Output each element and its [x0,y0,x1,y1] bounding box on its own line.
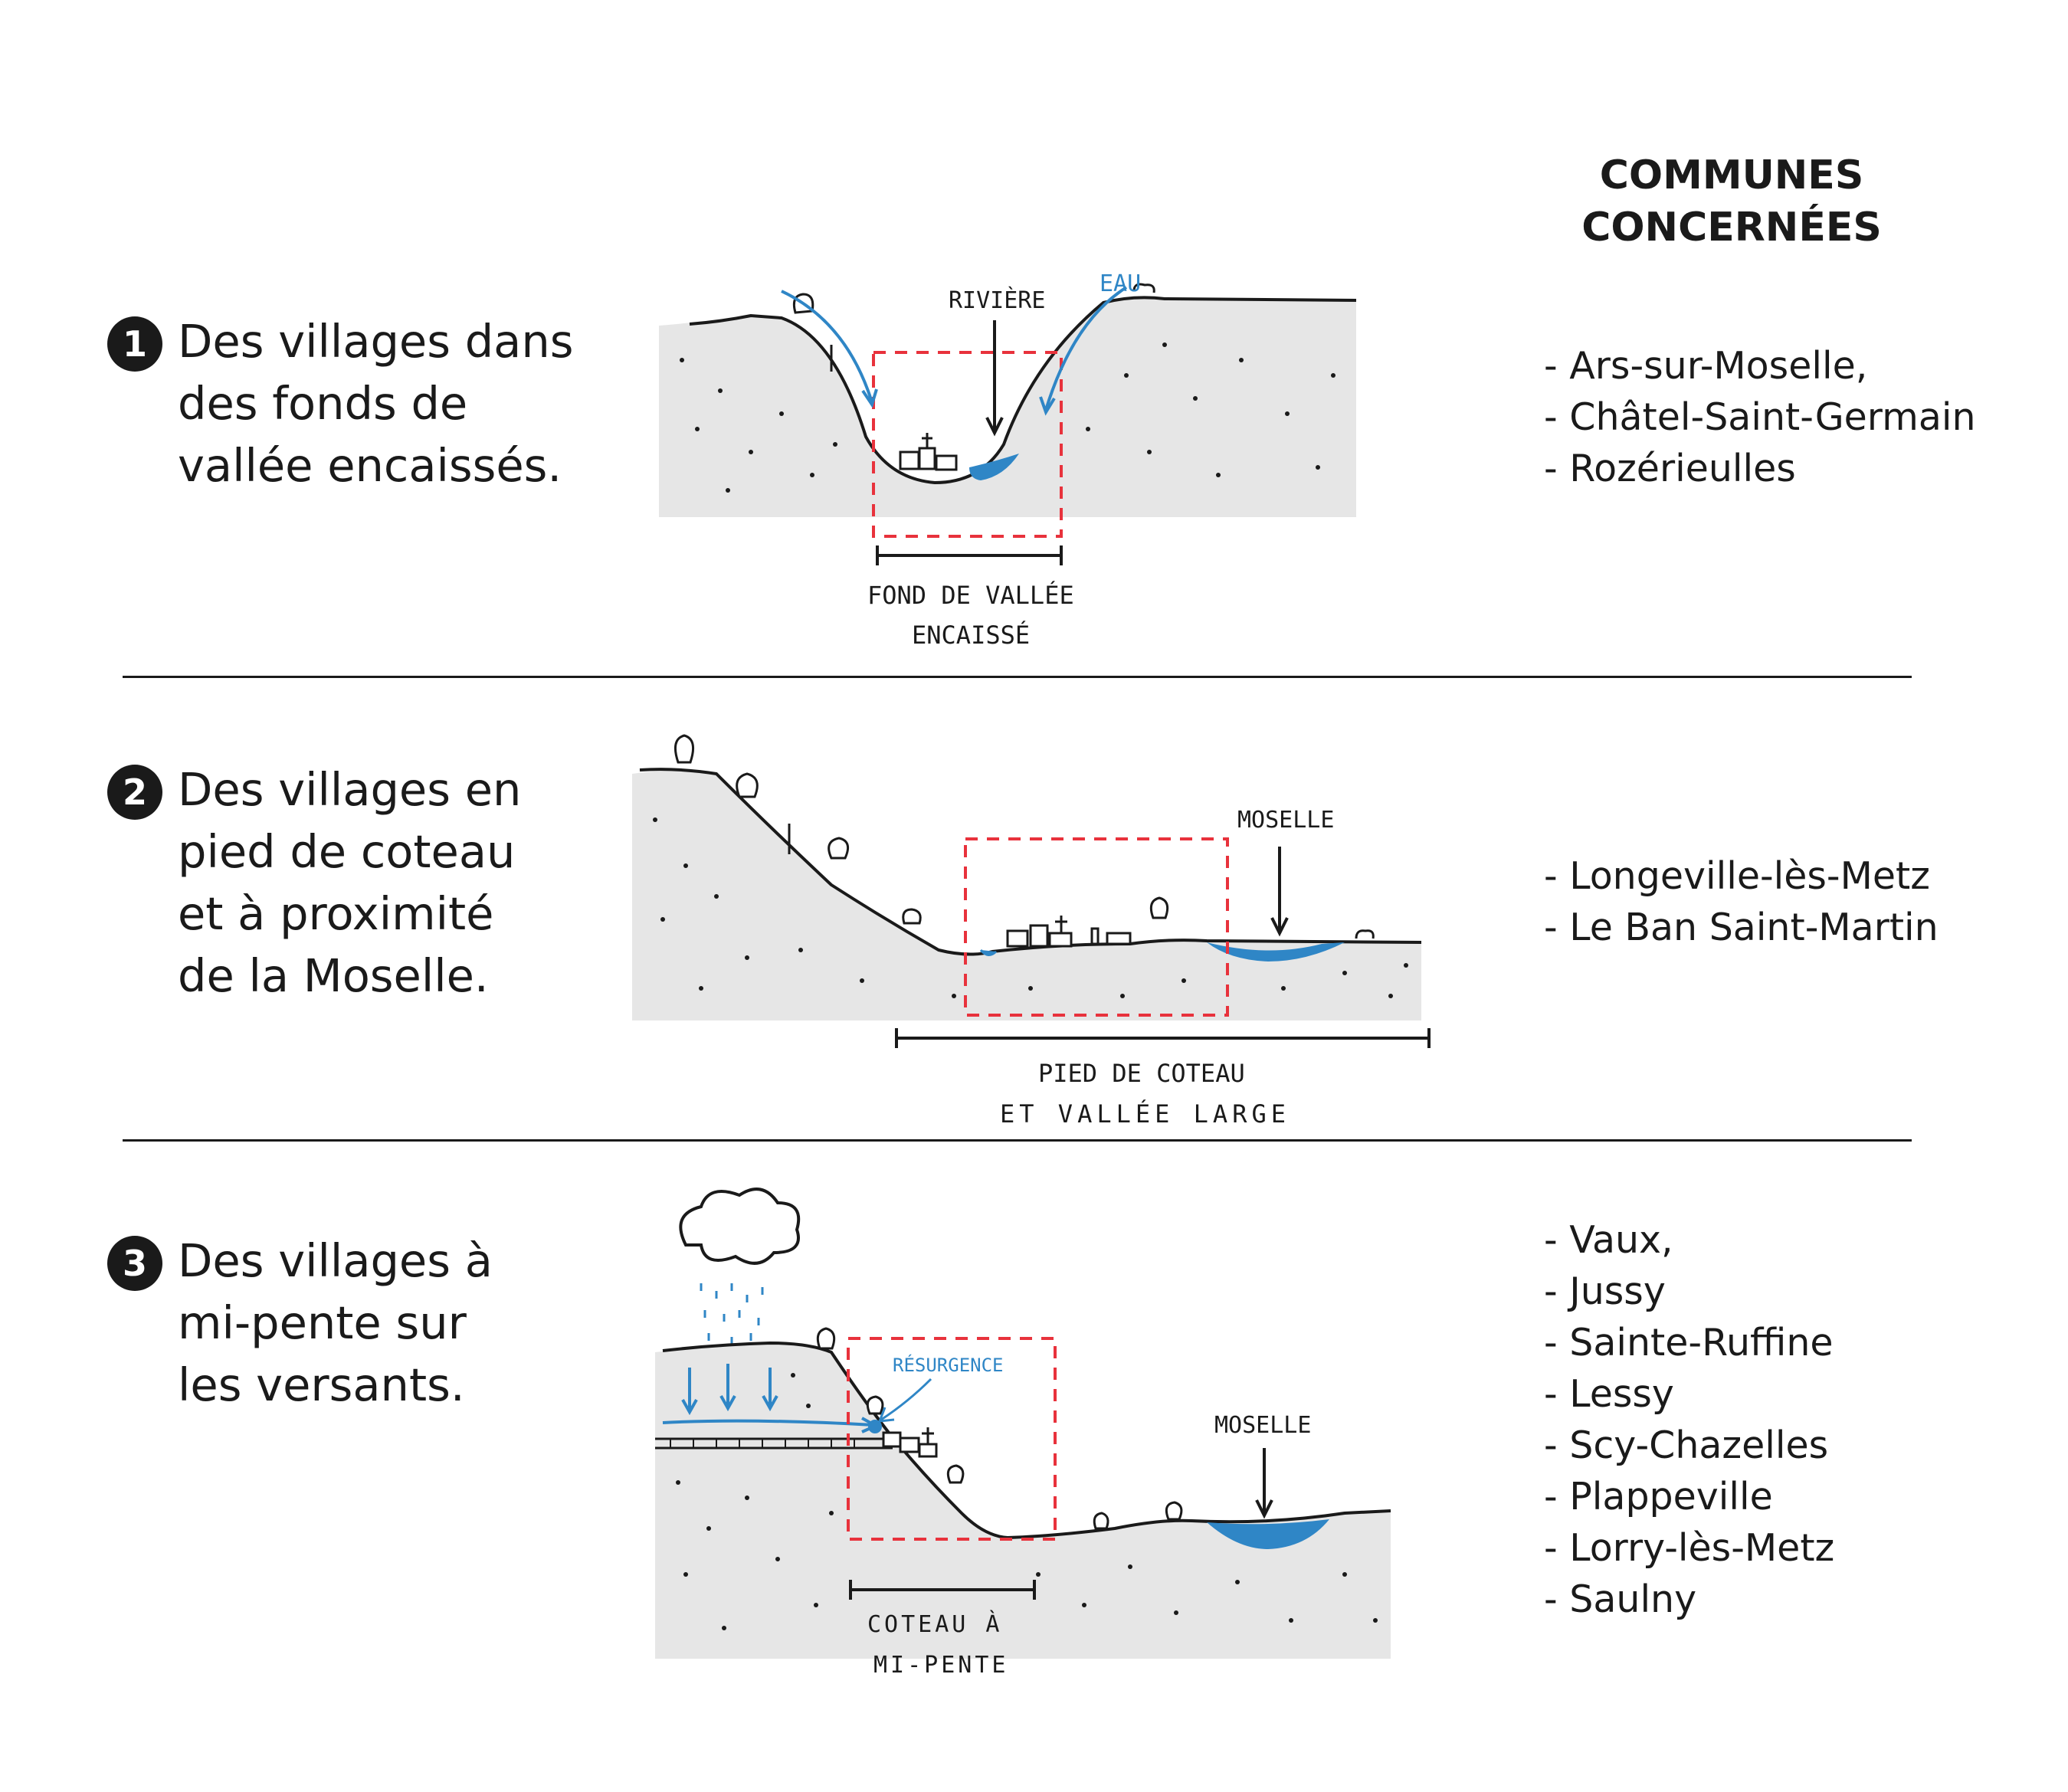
section-2-title-line: de la Moselle. [178,949,489,1002]
section-2-title-line: pied de coteau [178,825,516,878]
section-3-title-line: Des villages à [178,1234,493,1287]
section-2-communes: - Longeville-lès-Metz - Le Ban Saint-Mar… [1544,850,2034,953]
focus-frame [872,351,1063,538]
commune-item: - Sainte-Ruffine [1544,1321,1834,1364]
label-resurgence: RÉSURGENCE [893,1354,1004,1376]
section-1-title-line: des fonds de [178,377,468,430]
soil-dots [676,1373,1378,1630]
trees [673,734,1375,939]
commune-item: - Lessy [1544,1372,1674,1416]
section-divider [123,1139,1912,1142]
caption-line: MI-PENTE [873,1652,1009,1679]
caption-line: ET VALLÉE LARGE [1000,1099,1290,1129]
section-2-title-line: et à proximité [178,887,494,940]
moselle-water [1207,1519,1329,1549]
section-3-title-line: les versants. [178,1358,465,1411]
soil-dots [653,817,1408,998]
soil-dots [680,342,1336,493]
ground-profile [659,297,1356,517]
section-1-valley-sketch: RIVIÈRE EAU FOND DE VALLÉE ENCAISSÉ [659,270,1357,650]
commune-item: - Rozérieulles [1544,447,1796,490]
ground-line [662,1341,1391,1540]
groundwater-arrows [662,1364,880,1433]
section-divider [123,676,1912,678]
section-3-valley-sketch: MOSELLE RÉSURGENCE COTEAU À MI-PENTE [655,1188,1391,1679]
village-houses [1006,916,1132,948]
resurgence-arrow [880,1378,932,1421]
commune-item: - Longeville-lès-Metz [1544,854,1930,898]
commune-item: - Saulny [1544,1577,1697,1621]
section-3-communes: - Vaux, - Jussy - Sainte-Ruffine - Lessy… [1544,1214,2034,1625]
rain-icon [700,1283,764,1345]
commune-item: - Châtel-Saint-Germain [1544,395,1976,439]
section-3-title: 3 Des villages à mi-pente sur les versan… [107,1230,628,1416]
river-water [969,454,1019,480]
communes-header: COMMUNES CONCERNÉES [1563,149,1900,254]
label-eau: EAU [1100,270,1141,297]
header-line-1: COMMUNES [1599,152,1864,198]
village-houses [899,433,958,471]
label-riviere: RIVIÈRE [949,287,1045,314]
village-houses [882,1427,938,1458]
water-arrow [781,290,873,403]
label-moselle: MOSELLE [1237,807,1334,834]
focus-frame [964,837,1229,1017]
commune-item: - Le Ban Saint-Martin [1544,906,1939,949]
cloud-icon [679,1188,801,1265]
section-3-number-badge: 3 [107,1236,162,1291]
trees [816,1327,1183,1530]
commune-item: - Lorry-lès-Metz [1544,1526,1835,1570]
ground-profile [655,1343,1391,1659]
commune-item: - Jussy [1544,1269,1666,1313]
moselle-water [1207,942,1345,962]
commune-item: - Scy-Chazelles [1544,1423,1829,1467]
ground-line [689,296,1357,485]
section-1-title-line: Des villages dans [178,315,574,368]
resurgence-point [868,1420,882,1433]
caption-line: ENCAISSÉ [912,621,1030,650]
commune-item: - Ars-sur-Moselle, [1544,344,1868,388]
section-1-communes: - Ars-sur-Moselle, - Châtel-Saint-Germai… [1544,340,2034,494]
water-arrow [1044,286,1128,411]
commune-item: - Plappeville [1544,1475,1773,1518]
section-2-title: 2 Des villages en pied de coteau et à pr… [107,758,628,1007]
section-2-valley-sketch: MOSELLE PIED DE COTEAU ET VALLÉE LARGE [632,734,1431,1129]
focus-frame [847,1337,1057,1541]
section-1-title: 1 Des villages dans des fonds de vallée … [107,310,628,496]
section-3-title-line: mi-pente sur [178,1296,467,1349]
ground-profile [632,771,1421,1020]
caption-line: COTEAU À [867,1610,1003,1638]
section-1-title-line: vallée encaissés. [178,439,562,492]
caption-line: PIED DE COTEAU [1038,1059,1245,1088]
header-line-2: CONCERNÉES [1581,205,1882,251]
section-2-number-badge: 2 [107,765,162,820]
label-moselle: MOSELLE [1214,1412,1311,1439]
caption-line: FOND DE VALLÉE [867,581,1074,610]
section-2-title-line: Des villages en [178,763,522,816]
section-1-number-badge: 1 [107,316,162,372]
commune-item: - Vaux, [1544,1218,1673,1262]
